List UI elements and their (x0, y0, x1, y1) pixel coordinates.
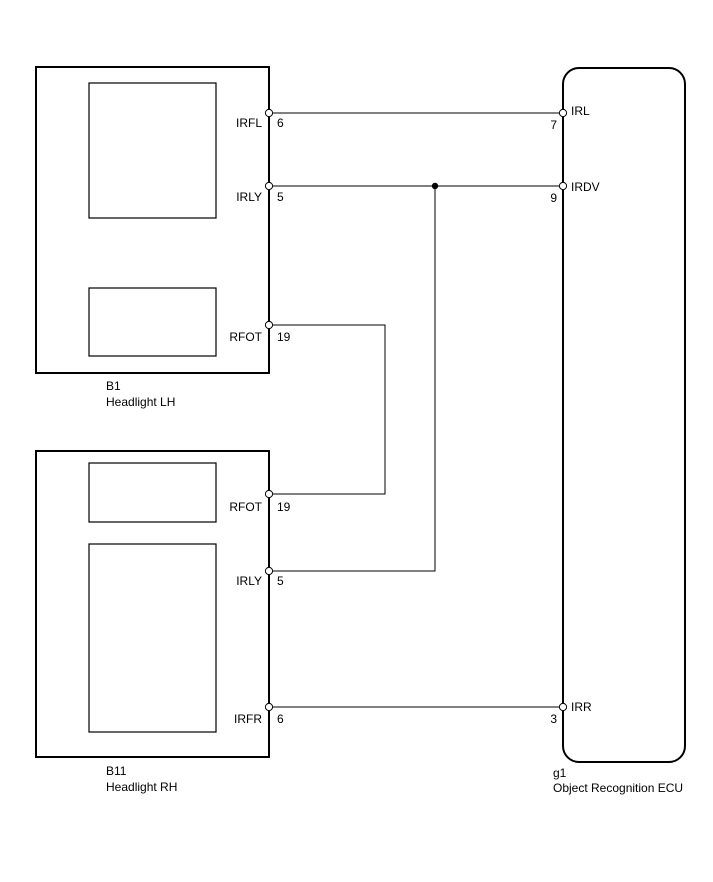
ecu-code: g1 (553, 766, 567, 780)
pin-number-lh-irfl: 6 (277, 116, 284, 130)
splice-point (431, 182, 439, 190)
terminal-rh-irly (264, 566, 274, 576)
terminal-lh-rfot (264, 320, 274, 330)
headlight-lh-inner-module-upper (88, 82, 217, 219)
ecu-name: Object Recognition ECU (553, 781, 683, 795)
pin-number-rh-rfot: 19 (277, 500, 291, 514)
headlight-lh-outline (35, 66, 270, 374)
pin-label-ecu-irdv: IRDV (571, 180, 600, 194)
pin-label-ecu-irl: IRL (571, 104, 590, 118)
pin-number-ecu-irr: 3 (550, 712, 557, 726)
headlight-rh-code: B11 (106, 764, 127, 778)
wire-rfot-rfot (269, 324, 386, 495)
headlight-lh-code: B1 (106, 379, 121, 393)
pin-number-lh-rfot: 19 (277, 330, 291, 344)
pin-label-lh-rfot: RFOT (229, 330, 262, 344)
pin-label-ecu-irr: IRR (571, 700, 592, 714)
headlight-lh (35, 66, 270, 374)
headlight-rh (35, 450, 270, 758)
pin-label-rh-irly: IRLY (236, 574, 262, 588)
terminal-ecu-irr (558, 702, 568, 712)
pin-number-rh-irfr: 6 (277, 712, 284, 726)
pin-label-rh-rfot: RFOT (229, 500, 262, 514)
headlight-rh-inner-module-lower (88, 543, 217, 733)
terminal-lh-irly (264, 181, 274, 191)
pin-number-rh-irly: 5 (277, 574, 284, 588)
headlight-rh-outline (35, 450, 270, 758)
pin-label-lh-irly: IRLY (236, 190, 262, 204)
ecu-outline (562, 67, 686, 763)
headlight-lh-name: Headlight LH (106, 395, 175, 409)
terminal-ecu-irdv (558, 181, 568, 191)
headlight-lh-inner-module-lower (88, 287, 217, 357)
headlight-rh-inner-module-upper (88, 462, 217, 523)
pin-number-ecu-irdv: 9 (550, 191, 557, 205)
pin-label-lh-irfl: IRFL (236, 116, 262, 130)
terminal-lh-irfl (264, 108, 274, 118)
headlight-rh-name: Headlight RH (106, 780, 177, 794)
pin-number-ecu-irl: 7 (550, 118, 557, 132)
terminal-ecu-irl (558, 108, 568, 118)
terminal-rh-irfr (264, 702, 274, 712)
wire-irly-rh-branch (269, 186, 436, 572)
pin-number-lh-irly: 5 (277, 190, 284, 204)
pin-label-rh-irfr: IRFR (234, 712, 262, 726)
terminal-rh-rfot (264, 489, 274, 499)
